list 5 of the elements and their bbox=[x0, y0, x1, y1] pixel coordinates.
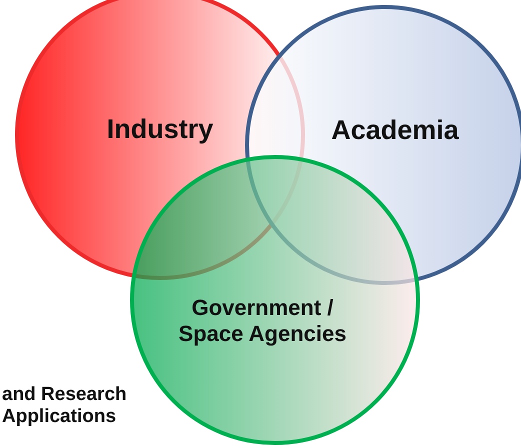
note-text: and Research Applications bbox=[2, 384, 128, 428]
venn-circle bbox=[130, 155, 420, 445]
circle-label: Academia bbox=[330, 114, 460, 146]
circle-label: Industry bbox=[106, 113, 214, 146]
circle-label: Government / Space Agencies bbox=[178, 295, 348, 348]
